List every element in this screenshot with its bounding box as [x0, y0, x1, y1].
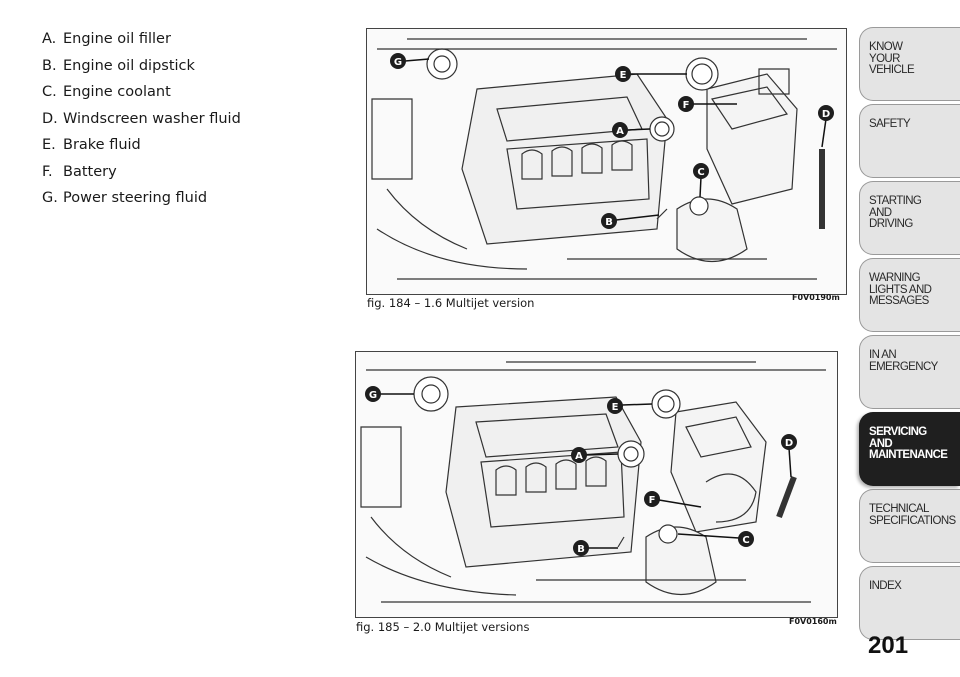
svg-text:B: B — [605, 217, 613, 228]
svg-text:C: C — [742, 535, 749, 546]
legend-letter: B. — [42, 57, 57, 74]
tab-index[interactable]: INDEX — [859, 566, 960, 640]
callout-a: A — [571, 447, 619, 463]
page-number: 201 — [868, 632, 909, 659]
engine-drawing: G E D A F C B — [360, 361, 826, 603]
figure-caption: fig. 185 – 2.0 Multijet versions — [356, 620, 530, 634]
svg-text:A: A — [616, 126, 624, 137]
callout-b: B — [601, 213, 660, 229]
legend-text: Engine coolant — [63, 84, 171, 100]
legend-item: A. Engine oil filler — [42, 26, 342, 53]
legend-text: Brake fluid — [63, 137, 141, 153]
svg-text:D: D — [785, 438, 793, 449]
tab-technical-specifications[interactable]: TECHNICAL SPECIFICATIONS — [859, 489, 960, 563]
callout-f: F — [644, 491, 702, 508]
svg-text:F: F — [683, 100, 690, 111]
tab-starting-and-driving[interactable]: STARTING AND DRIVING — [859, 181, 960, 255]
legend-text: Power steering fluid — [63, 190, 208, 206]
engine-bay-illustration-1-6: G E F D A C B — [366, 28, 847, 295]
legend-item: D. Windscreen washer fluid — [42, 106, 342, 133]
legend-text: Engine oil dipstick — [63, 57, 195, 74]
callout-d: D — [818, 105, 834, 148]
callout-d: D — [781, 434, 797, 478]
legend-text: Battery — [63, 163, 117, 180]
legend-item: B. Engine oil dipstick — [42, 53, 342, 80]
legend-text: Windscreen washer fluid — [63, 110, 241, 127]
figure-code: F0V0190m — [792, 293, 840, 302]
callout-f: F — [678, 96, 737, 112]
figure-caption: fig. 184 – 1.6 Multijet version — [367, 296, 535, 310]
legend-item: G. Power steering fluid — [42, 185, 342, 212]
legend-letter: A. — [42, 31, 57, 47]
callout-b: B — [573, 540, 618, 556]
tab-safety[interactable]: SAFETY — [859, 104, 960, 178]
engine-drawing: G E F D A C B — [371, 38, 837, 280]
engine-bay-illustration-2-0: G E D A F C B — [355, 351, 838, 618]
svg-text:F: F — [649, 495, 656, 506]
callout-e: E — [607, 398, 653, 414]
callout-c: C — [677, 531, 754, 547]
legend-item: C. Engine coolant — [42, 79, 342, 106]
callout-e: E — [615, 66, 687, 82]
svg-text:C: C — [697, 167, 704, 178]
tab-servicing-and-maintenance[interactable]: SERVICING AND MAINTENANCE — [859, 412, 960, 486]
svg-text:G: G — [394, 57, 402, 68]
svg-text:G: G — [369, 390, 377, 401]
svg-text:B: B — [577, 544, 585, 555]
section-tabs: KNOW YOUR VEHICLE SAFETY STARTING AND DR… — [859, 27, 960, 643]
legend-text: Engine oil filler — [63, 31, 171, 47]
svg-text:A: A — [575, 451, 583, 462]
callout-g: G — [390, 53, 430, 69]
callout-c: C — [693, 163, 709, 198]
component-legend: A. Engine oil filler B. Engine oil dipstic… — [42, 26, 342, 212]
svg-text:D: D — [822, 109, 830, 120]
tab-in-an-emergency[interactable]: IN AN EMERGENCY — [859, 335, 960, 409]
legend-letter: E. — [42, 137, 56, 153]
callout-g: G — [365, 386, 414, 402]
legend-letter: C. — [42, 84, 57, 100]
legend-item: F. Battery — [42, 159, 342, 186]
legend-item: E. Brake fluid — [42, 132, 342, 159]
figure-code: F0V0160m — [789, 617, 837, 626]
legend-letter: F. — [42, 163, 53, 180]
legend-letter: D. — [42, 110, 58, 127]
svg-text:E: E — [620, 70, 627, 81]
svg-text:E: E — [612, 402, 619, 413]
callout-a: A — [612, 122, 651, 138]
legend-letter: G. — [42, 190, 58, 206]
tab-know-your-vehicle[interactable]: KNOW YOUR VEHICLE — [859, 27, 960, 101]
tab-warning-lights[interactable]: WARNING LIGHTS AND MESSAGES — [859, 258, 960, 332]
